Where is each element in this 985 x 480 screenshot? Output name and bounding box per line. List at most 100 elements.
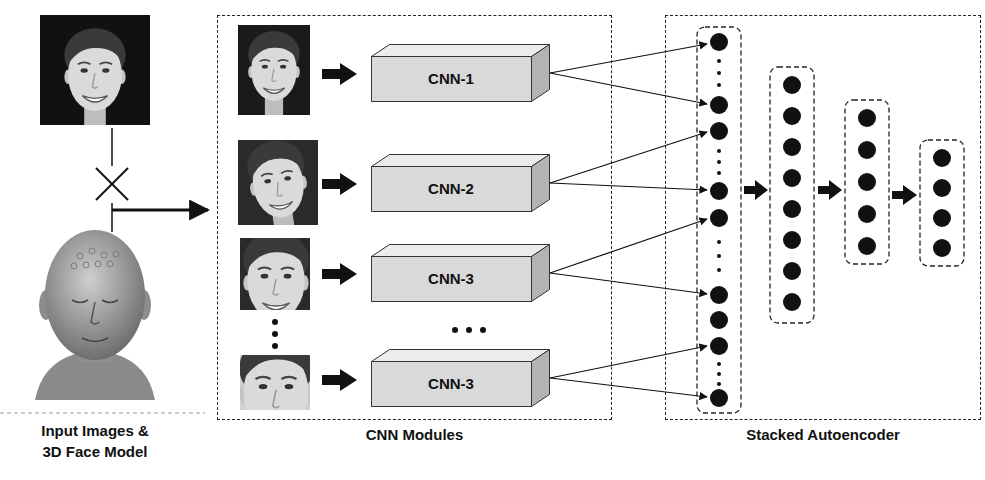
neuron xyxy=(933,149,951,167)
neuron xyxy=(858,109,876,127)
neuron xyxy=(858,237,876,255)
block-label: CNN-2 xyxy=(371,166,531,212)
mesh-dot xyxy=(95,261,101,267)
neuron xyxy=(783,200,801,218)
neuron xyxy=(858,141,876,159)
figure-label: Input Images & 3D Face Model xyxy=(33,420,157,462)
ellipsis-dot xyxy=(272,319,278,325)
block-top xyxy=(372,350,550,362)
mesh-dot xyxy=(89,248,95,254)
neuron xyxy=(710,286,728,304)
block-front xyxy=(372,167,532,212)
thick-arrow xyxy=(322,173,357,195)
face-crop xyxy=(240,355,310,410)
module-region: CNN ModulesCNN-1CNN-2CNN-3CNN-3 xyxy=(217,15,612,420)
neuron xyxy=(933,179,951,197)
neuron xyxy=(710,209,728,227)
thick-arrow xyxy=(892,185,917,205)
cnn-block: CNN-1 xyxy=(371,44,549,102)
mesh-dot xyxy=(101,252,107,258)
ellipsis-dot xyxy=(272,343,278,349)
layer-frame xyxy=(697,27,741,413)
thick-arrow xyxy=(744,180,768,200)
thick-arrow xyxy=(322,263,357,285)
block-top xyxy=(372,155,550,167)
block-front xyxy=(372,362,532,407)
neuron xyxy=(783,138,801,156)
thick-arrow xyxy=(818,180,842,200)
neuron xyxy=(783,169,801,187)
ellipsis-dot xyxy=(717,59,721,63)
cross-symbol xyxy=(96,168,128,200)
autoencoder-region: Stacked Autoencoder xyxy=(665,15,981,420)
ellipsis-dot xyxy=(480,327,486,333)
neuron xyxy=(783,231,801,249)
neuron xyxy=(710,33,728,51)
thick-arrow xyxy=(322,369,357,391)
mesh-dot xyxy=(107,261,113,267)
neuron xyxy=(710,96,728,114)
divider-line xyxy=(0,413,205,414)
label-holder: Input Images & 3D Face Model xyxy=(33,420,157,462)
ellipsis-dot xyxy=(717,382,721,386)
feature-lines xyxy=(550,44,707,397)
neurons xyxy=(710,33,951,407)
ellipsis-dot xyxy=(466,327,472,333)
neuron xyxy=(933,239,951,257)
ellipsis-dot xyxy=(717,240,721,244)
neuron xyxy=(858,173,876,191)
mesh-dot xyxy=(113,251,119,257)
cnn-block: CNN-3 xyxy=(371,244,549,302)
block-side xyxy=(532,350,550,407)
region-label: CNN Modules xyxy=(218,425,611,445)
layer-arrows xyxy=(744,180,917,205)
feature-line xyxy=(550,132,707,183)
neuron xyxy=(710,122,728,140)
ellipsis-dot xyxy=(717,362,721,366)
neuron xyxy=(710,337,728,355)
block-front xyxy=(372,257,532,302)
neuron xyxy=(858,205,876,223)
face-picture xyxy=(240,355,310,410)
face-picture xyxy=(64,28,125,125)
model-nose xyxy=(91,302,99,324)
neuron xyxy=(783,262,801,280)
block-label: CNN-1 xyxy=(371,56,531,102)
ellipsis-dot xyxy=(717,149,721,153)
block-top xyxy=(372,45,550,57)
mesh-dot xyxy=(83,262,89,268)
join-line xyxy=(111,128,113,166)
thick-arrow xyxy=(322,63,357,85)
cross-symbol xyxy=(96,168,128,200)
cnn-block: CNN-3 xyxy=(371,349,549,407)
ellipsis-dot xyxy=(272,331,278,337)
model-eye xyxy=(72,300,88,303)
block-front xyxy=(372,57,532,102)
face-crop xyxy=(240,238,310,310)
feature-line xyxy=(550,73,707,104)
layer-frames xyxy=(697,27,964,413)
block-top xyxy=(372,245,550,257)
neuron xyxy=(933,209,951,227)
neuron xyxy=(783,107,801,125)
block-label: CNN-3 xyxy=(371,361,531,407)
model-mesh xyxy=(71,248,119,269)
block-side xyxy=(532,245,550,302)
ellipsis-dot xyxy=(717,71,721,75)
ellipsis-dot xyxy=(717,83,721,87)
join-line xyxy=(111,203,113,232)
face-crop xyxy=(238,25,310,115)
neuron xyxy=(783,76,801,94)
block-side xyxy=(532,45,550,102)
thick-arrows xyxy=(322,63,357,391)
mesh-dot xyxy=(71,263,77,269)
model-mouth xyxy=(82,338,108,342)
feature-line xyxy=(550,378,707,397)
input-arrow xyxy=(112,209,208,212)
ellipsis-dot xyxy=(717,268,721,272)
face-crop xyxy=(238,140,318,225)
feature-line xyxy=(550,346,707,378)
feature-line xyxy=(550,183,707,190)
feature-line xyxy=(550,273,707,294)
